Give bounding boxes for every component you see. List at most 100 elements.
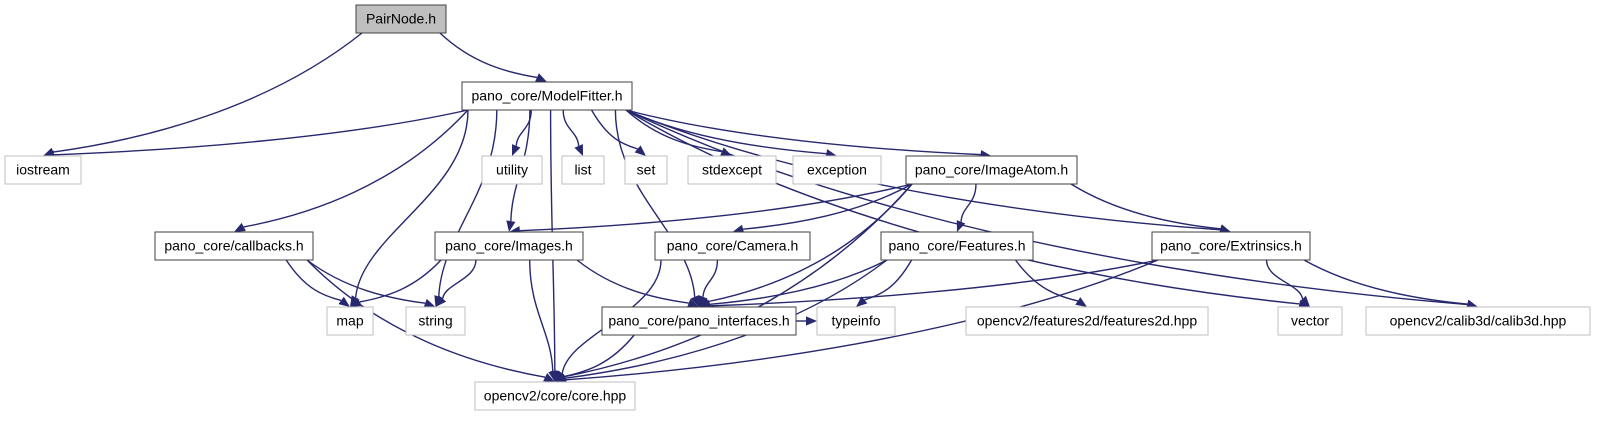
graph-edge <box>1303 259 1468 305</box>
graph-edge-arrowhead <box>350 297 362 307</box>
graph-node-string[interactable]: string <box>405 306 466 336</box>
graph-node-features2d[interactable]: opencv2/features2d/features2d.hpp <box>965 306 1209 336</box>
graph-edge-arrowhead <box>690 295 699 307</box>
node-box-pairnode[interactable] <box>355 4 447 34</box>
node-box-vector[interactable] <box>1277 306 1343 336</box>
graph-edge-arrowhead <box>856 296 868 307</box>
graph-node-pairnode[interactable]: PairNode.h <box>355 4 447 34</box>
graph-edge <box>625 109 981 156</box>
node-label-calib3d: opencv2/calib3d/calib3d.hpp <box>1390 313 1567 329</box>
graph-node-imageatom[interactable]: pano_core/ImageAtom.h <box>905 155 1078 185</box>
graph-edge <box>614 109 696 297</box>
node-label-list: list <box>574 162 591 178</box>
node-label-extrinsics: pano_core/Extrinsics.h <box>1160 238 1302 254</box>
graph-node-corehpp[interactable]: opencv2/core/core.hpp <box>474 381 636 411</box>
node-box-list[interactable] <box>561 155 605 185</box>
graph-node-iostream[interactable]: iostream <box>4 155 82 185</box>
graph-node-interfaces[interactable]: pano_core/pano_interfaces.h <box>601 306 797 336</box>
graph-edge <box>625 109 1221 231</box>
graph-node-features[interactable]: pano_core/Features.h <box>880 231 1034 261</box>
graph-node-stdexcept[interactable]: stdexcept <box>687 155 777 185</box>
node-box-stdexcept[interactable] <box>687 155 777 185</box>
node-label-corehpp: opencv2/core/core.hpp <box>484 388 627 404</box>
graph-node-extrinsics[interactable]: pano_core/Extrinsics.h <box>1151 231 1311 261</box>
graph-edge <box>565 259 888 379</box>
node-box-string[interactable] <box>405 306 466 336</box>
graph-node-map[interactable]: map <box>326 306 374 336</box>
graph-node-camera[interactable]: pano_core/Camera.h <box>654 231 811 261</box>
node-box-images[interactable] <box>434 231 584 261</box>
graph-node-callbacks[interactable]: pano_core/callbacks.h <box>154 231 314 261</box>
graph-edge-arrowhead <box>435 295 447 307</box>
node-box-set[interactable] <box>624 155 668 185</box>
graph-edge <box>439 32 538 79</box>
graph-node-set[interactable]: set <box>624 155 668 185</box>
graph-edge <box>743 183 913 230</box>
graph-node-images[interactable]: pano_core/Images.h <box>434 231 584 261</box>
graph-edge-arrowhead <box>234 222 246 232</box>
node-label-vector: vector <box>1291 313 1329 329</box>
node-label-imageatom: pano_core/ImageAtom.h <box>915 162 1068 178</box>
node-label-features: pano_core/Features.h <box>889 238 1026 254</box>
graph-edge <box>564 183 913 378</box>
graph-edge-arrowhead <box>338 296 350 307</box>
graph-edge-arrowhead <box>548 370 558 382</box>
graph-edge <box>864 259 913 301</box>
graph-node-modelfitter[interactable]: pano_core/ModelFitter.h <box>461 81 633 111</box>
graph-edge <box>1014 259 1078 302</box>
node-box-features[interactable] <box>880 231 1034 261</box>
graph-node-calib3d[interactable]: opencv2/calib3d/calib3d.hpp <box>1365 306 1591 336</box>
node-layer: PairNode.h pano_core/ModelFitter.hiostrea… <box>4 4 1591 411</box>
graph-edge <box>702 259 719 297</box>
graph-edge-arrowhead <box>512 144 521 156</box>
node-box-interfaces[interactable] <box>601 306 797 336</box>
graph-node-typeinfo[interactable]: typeinfo <box>816 306 896 336</box>
node-box-iostream[interactable] <box>4 155 82 185</box>
graph-edge-arrowhead <box>535 73 547 82</box>
node-box-exception[interactable] <box>792 155 882 185</box>
graph-edge-arrowhead <box>1299 295 1310 307</box>
node-label-modelfitter: pano_core/ModelFitter.h <box>472 88 623 104</box>
graph-edge-arrowhead <box>806 316 817 326</box>
node-box-extrinsics[interactable] <box>1151 231 1311 261</box>
node-box-map[interactable] <box>326 306 374 336</box>
graph-edge <box>625 109 723 153</box>
graph-edge <box>960 183 977 222</box>
graph-edge-arrowhead <box>1219 224 1231 234</box>
node-box-imageatom[interactable] <box>905 155 1078 185</box>
node-box-typeinfo[interactable] <box>816 306 896 336</box>
graph-edge <box>53 32 363 153</box>
graph-node-utility[interactable]: utility <box>481 155 543 185</box>
graph-edge <box>306 259 426 304</box>
graph-edge <box>53 109 469 156</box>
graph-edge <box>1265 259 1304 300</box>
graph-edge-arrowhead <box>634 145 646 156</box>
graph-edge <box>564 334 635 378</box>
graph-edge-arrowhead <box>543 373 555 382</box>
node-label-pairnode: PairNode.h <box>366 11 436 27</box>
node-box-camera[interactable] <box>654 231 811 261</box>
graph-edge <box>438 109 498 297</box>
graph-node-list[interactable]: list <box>561 155 605 185</box>
node-box-utility[interactable] <box>481 155 543 185</box>
node-box-features2d[interactable] <box>965 306 1209 336</box>
graph-edge <box>515 109 532 146</box>
graph-edge <box>625 109 1468 306</box>
graph-edge <box>441 259 477 299</box>
node-label-typeinfo: typeinfo <box>831 313 880 329</box>
graph-edge <box>576 259 689 304</box>
node-box-calib3d[interactable] <box>1365 306 1591 336</box>
graph-edge-arrowhead <box>423 298 436 308</box>
graph-edge <box>1070 183 1221 230</box>
graph-edge <box>243 109 469 228</box>
graph-node-exception[interactable]: exception <box>792 155 882 185</box>
node-label-iostream: iostream <box>16 162 70 178</box>
node-label-stdexcept: stdexcept <box>702 162 762 178</box>
graph-edge-arrowhead <box>574 144 583 156</box>
graph-edge-arrowhead <box>506 220 516 232</box>
graph-node-vector[interactable]: vector <box>1277 306 1343 336</box>
node-box-modelfitter[interactable] <box>461 81 633 111</box>
node-box-corehpp[interactable] <box>474 381 636 411</box>
node-box-callbacks[interactable] <box>154 231 314 261</box>
